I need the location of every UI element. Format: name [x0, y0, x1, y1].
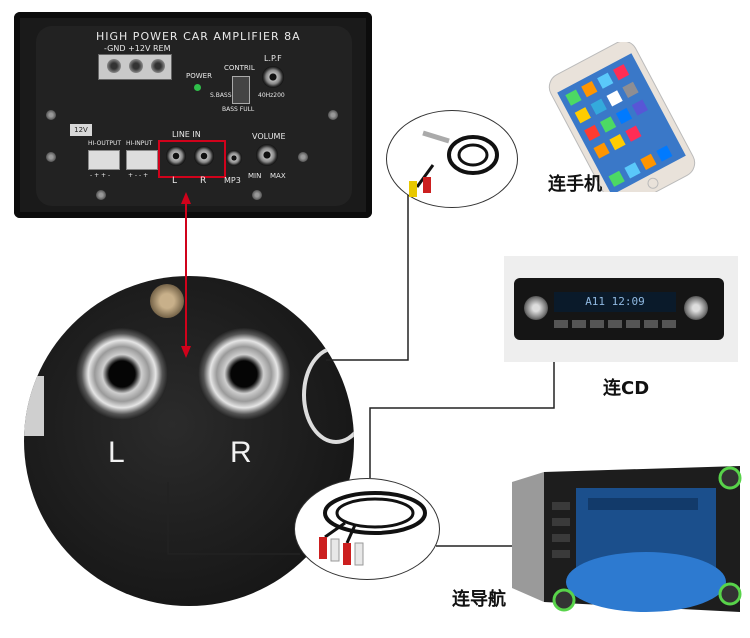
hi-input-label: HI-INPUT [126, 140, 153, 147]
cd-faceplate: A11 12:09 [514, 278, 724, 340]
caption-nav: 连导航 [452, 589, 506, 610]
line-in-l-label: L [172, 176, 178, 186]
power-label: POWER [186, 72, 212, 80]
cd-tune-knob [684, 296, 708, 320]
amplifier-title: HIGH POWER CAR AMPLIFIER 8A [96, 30, 301, 43]
screw-icon [46, 110, 56, 120]
line-in-right-jack [194, 146, 214, 166]
lpf-label: L.P.F [264, 54, 282, 63]
control-switch [232, 76, 250, 104]
hi-input-socket [126, 150, 158, 170]
screw-icon [252, 190, 262, 200]
zoom-left-jack [76, 328, 168, 420]
screw-icon [298, 152, 308, 162]
volume-knob [256, 144, 278, 166]
line-in-highlight-box [158, 140, 226, 178]
cd-preset-buttons [554, 320, 676, 328]
cd-volume-knob [524, 296, 548, 320]
cd-display: A11 12:09 [554, 292, 676, 312]
aux-to-rca-cable-photo [386, 110, 518, 208]
zoom-l-label: L [108, 436, 125, 469]
lpf-range: 40Hz200 [258, 92, 285, 99]
line-in-r-label: R [200, 176, 207, 186]
volume-label: VOLUME [252, 132, 286, 141]
power-led-icon [194, 84, 201, 91]
screw-icon [96, 190, 106, 200]
volume-max-label: MAX [270, 172, 286, 180]
control-label: CONTRIL [224, 64, 255, 72]
caption-cd: 连CD [603, 378, 650, 399]
hi-output-polarity: - + + - [90, 172, 111, 179]
mp3-jack [226, 150, 242, 166]
voltage-badge: 12V [70, 124, 92, 136]
screw-icon [150, 284, 184, 318]
hi-output-label: HI-OUTPUT [88, 140, 122, 147]
zoom-right-jack [198, 328, 290, 420]
terminal-labels: -GND +12V REM [104, 44, 171, 53]
cd-connector-line [369, 340, 555, 478]
cd-head-unit-photo: A11 12:09 [504, 256, 738, 362]
screw-icon [46, 152, 56, 162]
arrow-down-icon [181, 346, 191, 358]
volume-min-label: MIN [248, 172, 262, 180]
rca-cable-photo [294, 478, 440, 580]
arrow-up-icon [181, 192, 191, 204]
caption-phone: 连手机 [548, 174, 602, 195]
zoom-socket-edge [24, 376, 44, 436]
zoom-r-label: R [230, 436, 252, 469]
power-terminal-block [98, 54, 172, 80]
line-in-label: LINE IN [172, 130, 201, 139]
hi-output-socket [88, 150, 120, 170]
sbass-label: S.BASS [210, 92, 232, 99]
line-in-left-jack [166, 146, 186, 166]
smartphone-photo [540, 40, 700, 210]
bass-full-label: BASS FULL [222, 106, 255, 113]
amplifier-panel-photo: HIGH POWER CAR AMPLIFIER 8A -GND +12V RE… [14, 12, 372, 218]
hi-input-polarity: + - - + [128, 172, 149, 179]
phone-connector-line [326, 192, 409, 361]
mp3-label: MP3 [224, 176, 241, 185]
screw-icon [328, 110, 338, 120]
amplifier-faceplate: HIGH POWER CAR AMPLIFIER 8A -GND +12V RE… [36, 26, 352, 206]
lpf-knob [262, 66, 284, 88]
line-in-zoom-circle: L R [24, 276, 354, 606]
navigation-unit-photo [504, 462, 744, 612]
zoom-mp3-jack-edge [302, 346, 354, 444]
nav-connector-line-left [167, 482, 300, 555]
